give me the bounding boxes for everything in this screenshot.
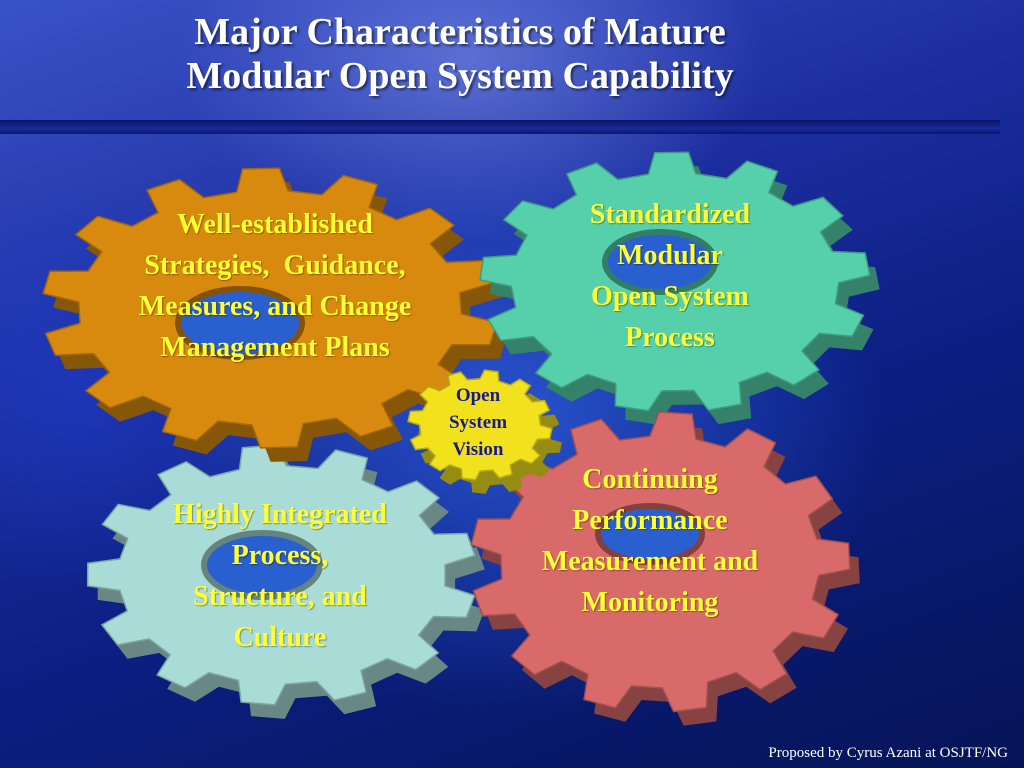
gear-label-integrated: Highly Integrated Process, Structure, an… bbox=[120, 494, 440, 658]
gear-strategies bbox=[42, 167, 507, 462]
strategies-line-1: Well-established bbox=[176, 209, 373, 240]
vision-line-1: Open bbox=[455, 385, 501, 406]
gear-strategies-hole bbox=[175, 286, 305, 360]
footer-credit: Proposed by Cyrus Azani at OSJTF/NG bbox=[768, 745, 1008, 761]
title-line-2: Modular Open System Capability bbox=[186, 55, 734, 97]
gear-vision-face bbox=[407, 369, 553, 481]
gear-label-performance: Continuing Performance Measurement and M… bbox=[500, 459, 800, 623]
slide-title: Major Characteristics of Mature Modular … bbox=[0, 10, 920, 98]
gear-performance-hole bbox=[595, 503, 705, 565]
strategies-line-4: Management Plans bbox=[160, 332, 390, 363]
performance-line-1: Continuing bbox=[582, 464, 718, 495]
integrated-line-1: Highly Integrated bbox=[173, 499, 387, 530]
gear-label-strategies: Well-established Strategies, Guidance, M… bbox=[60, 204, 490, 368]
gear-vision bbox=[407, 369, 562, 494]
gear-standardized bbox=[479, 151, 880, 425]
gear-integrated bbox=[86, 444, 485, 719]
performance-line-2: Performance bbox=[572, 505, 728, 536]
performance-line-3: Measurement and bbox=[541, 546, 759, 577]
standardized-line-3: Open System bbox=[591, 281, 749, 312]
gear-label-standardized: Standardized Modular Open System Process bbox=[540, 194, 800, 358]
strategies-line-3: Measures, and Change bbox=[138, 291, 412, 322]
gear-performance bbox=[470, 411, 860, 726]
vision-line-3: Vision bbox=[452, 439, 504, 460]
integrated-line-2: Process, bbox=[231, 540, 329, 571]
integrated-line-3: Structure, and bbox=[193, 581, 367, 612]
gear-standardized-hole bbox=[602, 229, 718, 295]
integrated-line-4: Culture bbox=[233, 622, 327, 653]
performance-line-4: Monitoring bbox=[581, 587, 719, 618]
vision-line-2: System bbox=[448, 412, 508, 433]
standardized-line-2: Modular bbox=[617, 240, 723, 271]
title-divider-bar bbox=[0, 120, 1000, 134]
standardized-line-4: Process bbox=[625, 322, 715, 353]
standardized-line-1: Standardized bbox=[589, 199, 751, 230]
title-line-1: Major Characteristics of Mature bbox=[194, 11, 726, 53]
gear-label-vision: Open System Vision bbox=[433, 382, 523, 463]
strategies-line-2: Strategies, Guidance, bbox=[144, 250, 406, 281]
gear-integrated-hole bbox=[201, 530, 323, 600]
